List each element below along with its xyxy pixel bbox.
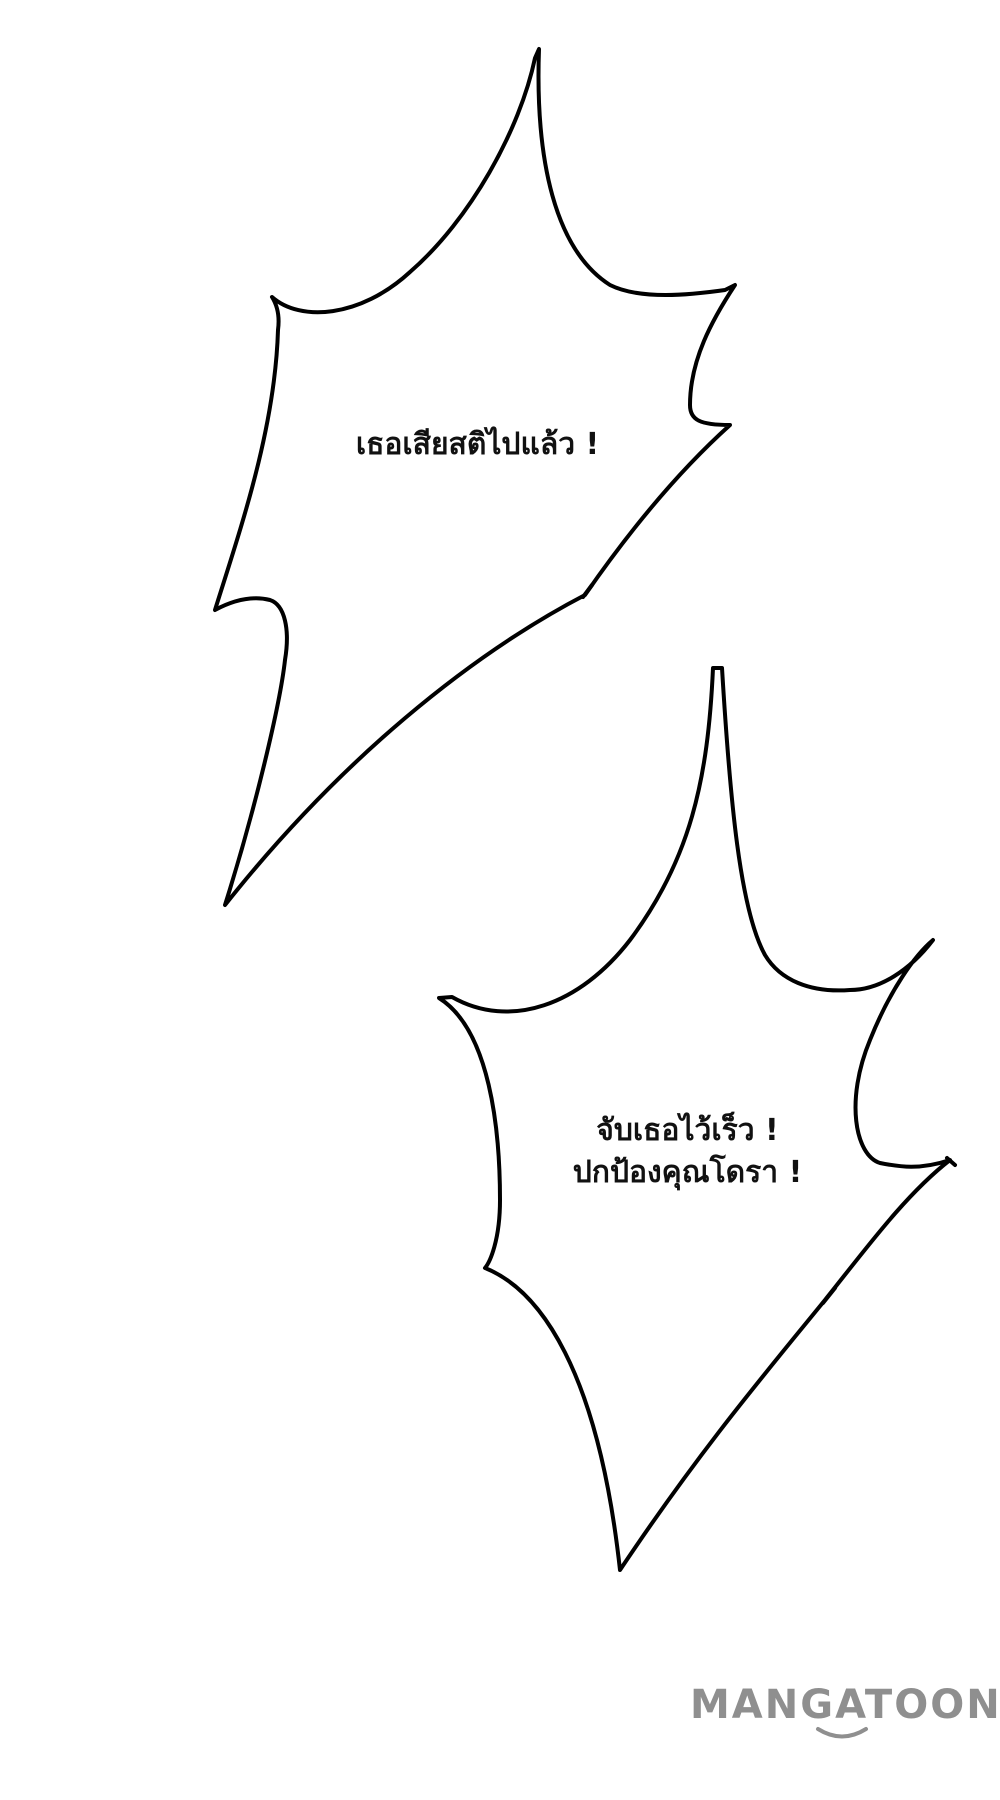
smile-icon [816,1727,868,1739]
speech-bubble-2-text: จับเธอไว้เร็ว ! ปกป้องคุณโดรา ! [545,1110,830,1194]
speech-bubble-2-shape [437,666,957,1572]
speech-bubble-1-shape [213,47,737,907]
bubble-2-line-2: ปกป้องคุณโดรา ! [572,1155,803,1190]
watermark-text: MANGATOON [690,1682,1000,1728]
bubble-2-line-1: จับเธอไว้เร็ว ! [596,1113,779,1148]
bubble-1-line-1: เธอเสียสติไปแล้ว ! [355,427,600,462]
speech-bubble-1-text: เธอเสียสติไปแล้ว ! [320,424,635,466]
mangatoon-watermark: MANGATOON [690,1682,1000,1752]
